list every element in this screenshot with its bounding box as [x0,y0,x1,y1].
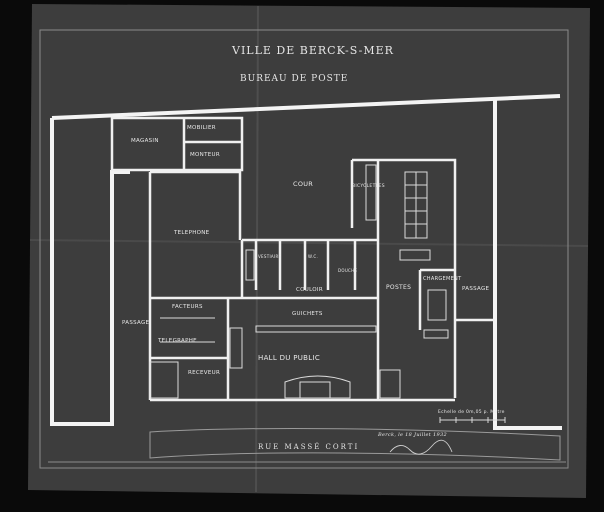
room-bicyclettes: BICYCLETTES [352,184,385,189]
plan-subtitle: BUREAU DE POSTE [240,74,349,84]
plan-title: VILLE DE BERCK-S-MER [232,44,394,57]
room-telephone: TELEPHONE [174,230,210,236]
room-monteur: MONTEUR [190,152,220,158]
room-postes: POSTES [386,284,412,291]
room-mobilier: MOBILIER [187,125,216,131]
room-douche: DOUCHE [338,268,358,273]
drawing-frame [39,29,569,469]
signature-drawing [389,439,453,455]
room-passage-left: PASSAGE [122,320,150,326]
room-vestiaire: VESTIAIRE [258,254,282,259]
room-guichets: GUICHETS [292,311,323,317]
room-passage-right: PASSAGE [462,286,490,292]
scale-bar [439,417,506,423]
street-name: RUE MASSÉ CORTI [258,443,360,451]
scale-note: Echelle de 0m,05 p. Mètre [438,410,505,415]
plan-details [149,164,449,399]
paper-sheet [28,4,590,498]
building-walls [110,116,495,402]
room-facteurs: FACTEURS [172,304,203,310]
room-telegraphe: TELEGRAPHE [158,338,197,344]
street-band [149,428,561,461]
room-receveur: RECEVEUR [188,370,221,376]
room-hall-du-public: HALL DU PUBLIC [258,354,321,362]
room-chargement: CHARGEMENT [423,276,462,282]
room-couloir: COULOIR [296,287,323,293]
site-walls [50,94,562,430]
room-wc: W.C. [308,254,319,259]
room-cour: COUR [293,180,314,188]
room-magasin: MAGASIN [131,138,159,144]
date-note: Berck, le 18 Juillet 1932 [378,432,447,438]
